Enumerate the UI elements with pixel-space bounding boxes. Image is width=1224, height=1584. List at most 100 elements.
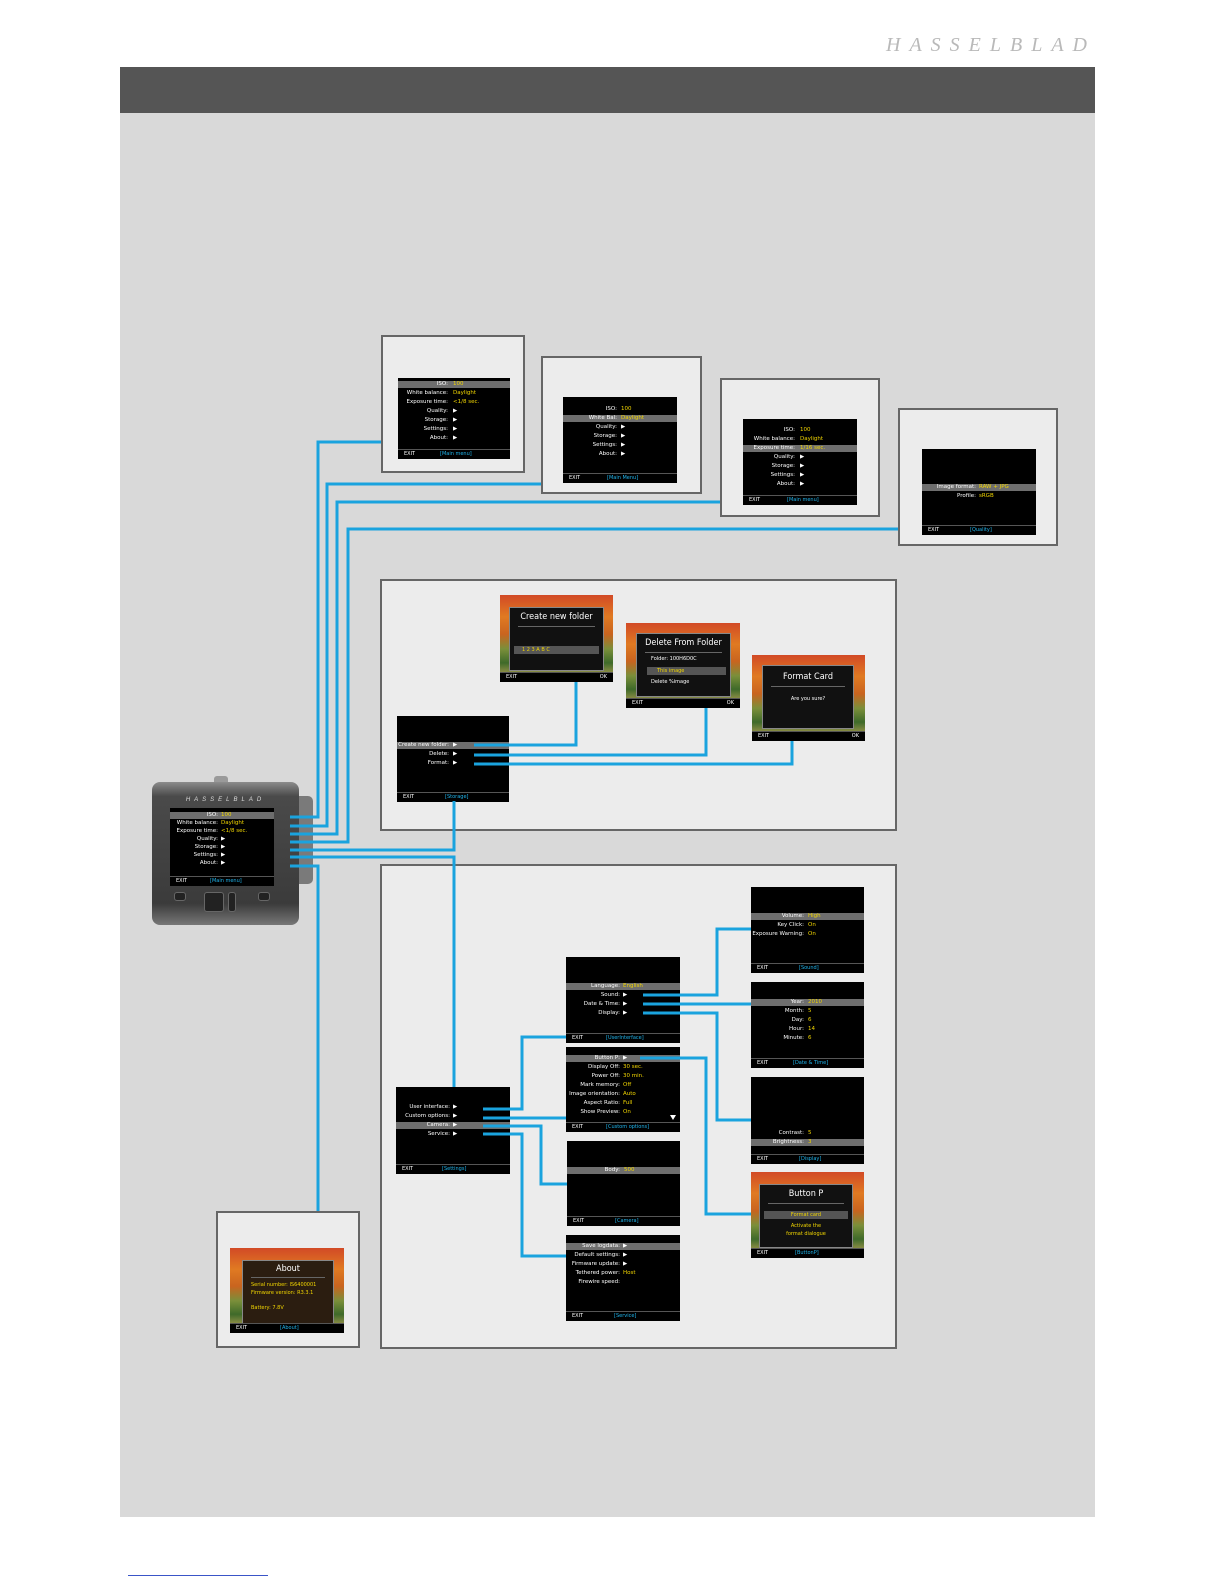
screen-title: [Sound] xyxy=(799,965,819,971)
row-value: ▶ xyxy=(800,481,805,487)
delete-folder-screen: Delete From Folder Folder: 100H6D0C This… xyxy=(626,623,740,708)
row-value: ▶ xyxy=(623,1261,628,1267)
row-value: ▶ xyxy=(621,424,626,430)
screen-title: [Display] xyxy=(799,1156,822,1162)
row-label: Settings: xyxy=(770,472,795,478)
row-value: ▶ xyxy=(453,435,458,441)
row-label: Power Off: xyxy=(591,1073,620,1079)
row-label: Service: xyxy=(427,1131,450,1137)
row-value: ▶ xyxy=(623,1243,628,1249)
firmware-version: Firmware version: R3.3.1 xyxy=(251,1290,314,1296)
row-label: User interface: xyxy=(409,1104,450,1110)
line-camera xyxy=(483,1124,567,1186)
row-value: ▶ xyxy=(453,751,458,757)
row-label: Format: xyxy=(427,760,449,766)
row-value: ▶ xyxy=(221,844,226,850)
line-button-p xyxy=(640,1056,751,1216)
row-label: White balance: xyxy=(406,390,448,396)
line-quality xyxy=(290,527,898,844)
row-label: ISO: xyxy=(783,427,795,433)
row-value: 30 sec. xyxy=(623,1064,643,1070)
row-value: 100 xyxy=(800,427,811,433)
row-value: ▶ xyxy=(453,760,458,766)
row-label: White Bal: xyxy=(588,415,617,421)
display-screen: Contrast:5 Brightness:3 EXIT[Display] xyxy=(751,1077,864,1164)
line-service xyxy=(483,1132,566,1258)
dialog-title: About xyxy=(276,1264,300,1274)
row-label: Day: xyxy=(791,1017,804,1023)
row-value: 5 xyxy=(808,1008,812,1014)
user-interface-screen: Language:English Sound:▶ Date & Time:▶ D… xyxy=(566,957,680,1043)
line-iso xyxy=(290,440,381,819)
ok-label: OK xyxy=(599,674,607,680)
screen-title: [About] xyxy=(280,1325,299,1331)
scroll-down-icon[interactable] xyxy=(670,1115,676,1120)
exit-label: EXIT xyxy=(569,475,581,481)
row-label: About: xyxy=(429,435,448,441)
folder-name-field[interactable]: 1 2 3 A B C xyxy=(514,646,599,654)
exit-label: EXIT xyxy=(757,1156,769,1162)
line-delete xyxy=(474,708,708,757)
screen-title: [ButtonP] xyxy=(795,1250,819,1256)
row-label: Year: xyxy=(790,999,804,1005)
delete-option-this[interactable]: This image xyxy=(647,667,726,675)
row-label: Custom options: xyxy=(405,1113,450,1119)
center-button[interactable] xyxy=(228,892,236,912)
left-button[interactable] xyxy=(174,892,186,901)
line-about xyxy=(290,864,320,1211)
exit-label: EXIT xyxy=(506,674,518,680)
exit-label: EXIT xyxy=(236,1325,248,1331)
row-label: Date & Time: xyxy=(583,1001,620,1007)
exit-label: EXIT xyxy=(572,1313,584,1319)
exit-label: EXIT xyxy=(757,1250,769,1256)
row-value: ▶ xyxy=(221,860,226,866)
row-label: Storage: xyxy=(593,433,617,439)
battery-level: Battery: 7.8V xyxy=(251,1305,284,1311)
row-value: Daylight xyxy=(800,436,824,442)
line-sound xyxy=(643,927,751,997)
row-value: RAW + JPG xyxy=(979,484,1009,490)
row-label: About: xyxy=(776,481,795,487)
line-user-interface xyxy=(483,1035,566,1111)
button-p-screen: Button P Format card Activate the format… xyxy=(751,1172,864,1258)
about-screen: About Serial number: IS6400001 Firmware … xyxy=(230,1248,344,1333)
row-label: About: xyxy=(199,860,218,866)
row-label: White balance: xyxy=(176,820,218,826)
row-value: ▶ xyxy=(623,1055,628,1061)
camera-menu-screen: Body:500 EXIT[Camera] xyxy=(567,1141,680,1226)
row-label: Default settings: xyxy=(574,1252,620,1258)
row-label: Key Click: xyxy=(777,922,804,928)
row-label: Firmware update: xyxy=(571,1261,620,1267)
row-label: Quality: xyxy=(196,836,218,842)
row-label: Body: xyxy=(604,1167,620,1173)
row-label: Firewire speed: xyxy=(578,1279,620,1285)
row-label: Language: xyxy=(591,983,620,989)
header-bar xyxy=(120,67,1095,113)
sound-screen: Volume:High Key Click:On Exposure Warnin… xyxy=(751,887,864,973)
row-value: 5 xyxy=(808,1130,812,1136)
exit-label: EXIT xyxy=(632,700,644,706)
row-label: Show Preview: xyxy=(580,1109,620,1115)
button-p-option[interactable]: Format card xyxy=(764,1211,848,1219)
row-label: Settings: xyxy=(592,442,617,448)
row-value: sRGB xyxy=(979,493,994,499)
brand-logo: HASSELBLAD xyxy=(886,34,1096,56)
menu-button[interactable] xyxy=(204,892,224,912)
row-value: ▶ xyxy=(800,472,805,478)
exit-label: EXIT xyxy=(749,497,761,503)
date-time-screen: Year:2010 Month:5 Day:6 Hour:14 Minute:6… xyxy=(751,982,864,1068)
storage-screen: Create new folder:▶ Delete:▶ Format:▶ EX… xyxy=(397,716,509,802)
right-button[interactable] xyxy=(258,892,270,901)
row-value: 100 xyxy=(221,812,232,818)
row-value: ▶ xyxy=(621,433,626,439)
screen-title: [Camera] xyxy=(615,1218,639,1224)
row-label: Minute: xyxy=(783,1035,804,1041)
row-label: Hour: xyxy=(788,1026,804,1032)
row-value: ▶ xyxy=(453,1104,458,1110)
row-label: Display: xyxy=(598,1010,620,1016)
row-label: Delete: xyxy=(429,751,449,757)
screen-title: [Main menu] xyxy=(210,878,242,884)
row-label: ISO: xyxy=(605,406,617,412)
delete-option-all[interactable]: Delete %image xyxy=(651,679,690,685)
